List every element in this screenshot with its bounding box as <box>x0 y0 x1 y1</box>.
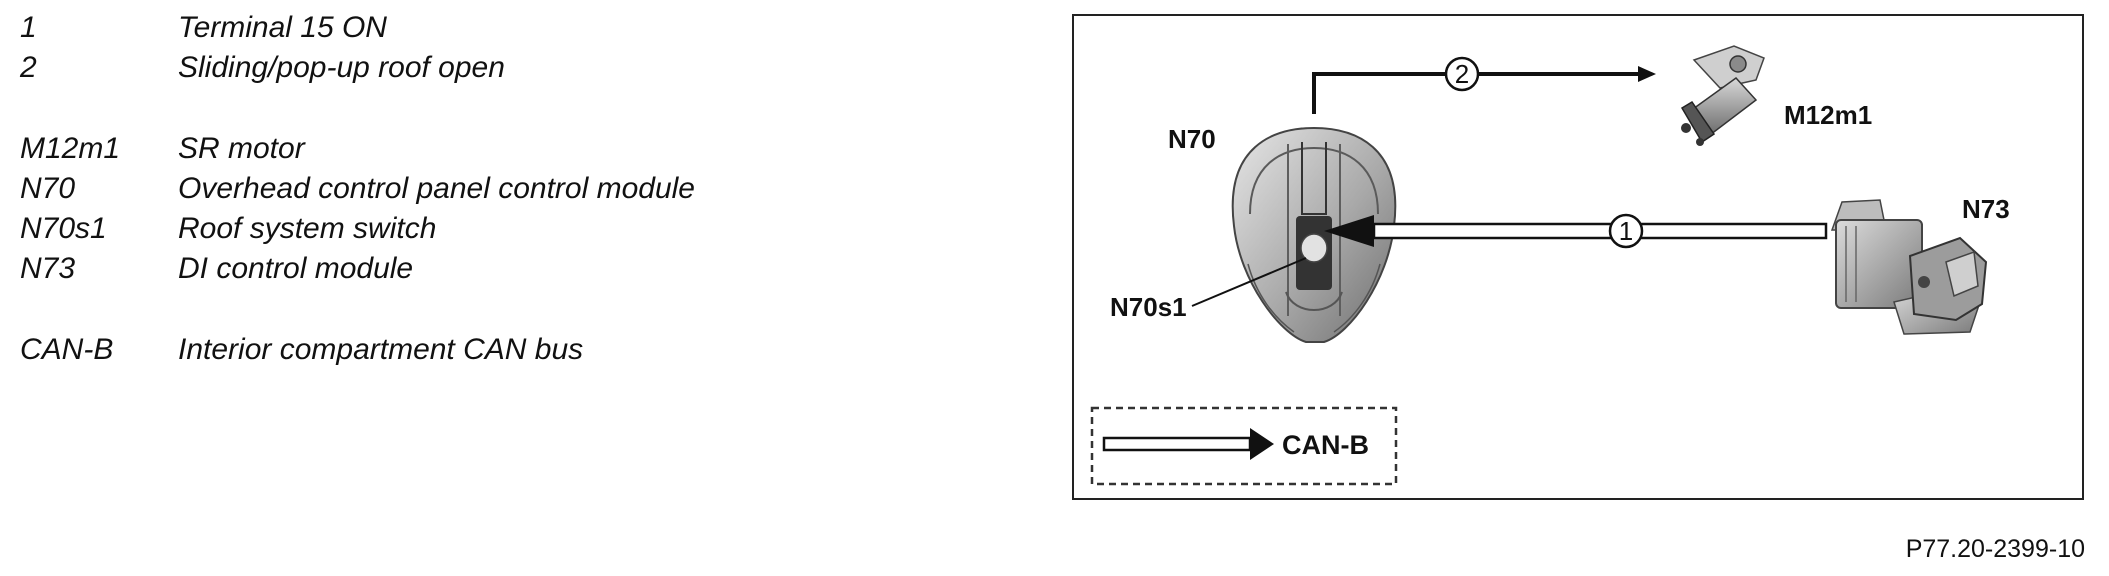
signal-2-path: 2 <box>1312 56 1656 114</box>
figure-code: P77.20-2399-10 <box>1905 535 2085 563</box>
legend-key: M12m1 <box>20 132 121 165</box>
can-b-key: CAN-B <box>1090 406 1398 486</box>
legend-key: 1 <box>20 11 37 44</box>
signal-1-path: 1 <box>1324 213 1828 249</box>
legend-row-n70: N70 Overhead control panel control modul… <box>20 169 920 209</box>
legend-desc: Overhead control panel control module <box>178 172 695 205</box>
legend-desc: Roof system switch <box>178 212 437 245</box>
legend-desc: DI control module <box>178 252 414 285</box>
legend-key: N73 <box>20 252 76 285</box>
legend-desc: Interior compartment CAN bus <box>178 333 584 366</box>
overhead-control-panel-module <box>1231 126 1397 343</box>
signal-2-marker <box>1444 56 1480 92</box>
n73-label: N73 <box>1962 194 2010 224</box>
roof-switch <box>1300 233 1328 263</box>
legend-key: N70 <box>20 172 76 205</box>
legend-key: N70s1 <box>20 212 107 245</box>
n70-label: N70 <box>1168 124 1216 154</box>
legend-row-n70s1: N70s1 Roof system switch <box>20 209 920 249</box>
can-b-label: CAN-B <box>1282 430 1369 460</box>
signal-1-marker <box>1608 213 1644 249</box>
n70s1-leader-line <box>1191 257 1307 307</box>
legend-key: CAN-B <box>20 333 114 366</box>
sr-motor <box>1680 45 1765 146</box>
legend-row-canb: CAN-B Interior compartment CAN bus <box>20 330 920 370</box>
legend-row-m12m1: M12m1 SR motor <box>20 129 920 169</box>
legend-row-1: 1 Terminal 15 ON <box>20 8 920 48</box>
legend-desc: SR motor <box>178 132 305 165</box>
legend-desc: Terminal 15 ON <box>178 11 387 44</box>
signal-1-number: 1 <box>1619 216 1633 246</box>
legend-row-n73: N73 DI control module <box>20 249 920 289</box>
legend-key: 2 <box>20 51 37 84</box>
m12m1-label: M12m1 <box>1784 100 1872 130</box>
legend-row-2: 2 Sliding/pop-up roof open <box>20 48 920 88</box>
diagram-frame: 2 1 N70 N70s1 M12m1 N73 CAN-B <box>1072 14 2084 500</box>
di-control-module <box>1830 199 1988 335</box>
signal-diagram: 2 1 N70 N70s1 M12m1 N73 CAN-B <box>1090 45 2010 486</box>
n70s1-label: N70s1 <box>1110 292 1187 322</box>
signal-2-number: 2 <box>1455 59 1469 89</box>
legend-desc: Sliding/pop-up roof open <box>178 51 505 84</box>
